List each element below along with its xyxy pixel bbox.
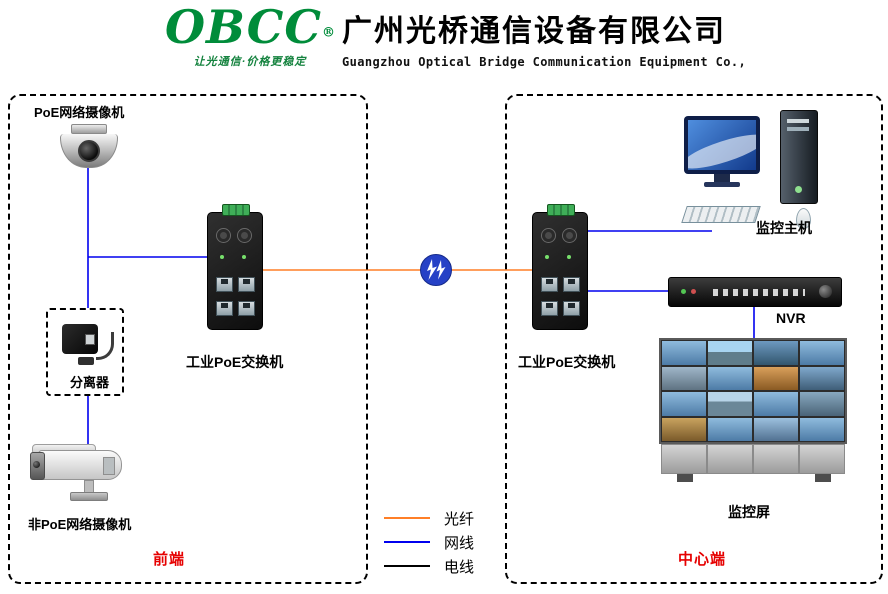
video-wall-grid [659, 338, 847, 444]
host-monitor-stand-base [704, 182, 740, 187]
bullet-camera-lens [30, 452, 45, 480]
switch-rj45-port [563, 277, 580, 292]
logo-line: OBCC® [160, 4, 340, 50]
legend-item-fiber: 光纤 [384, 506, 474, 530]
video-wall-cell [754, 392, 798, 416]
switch-led [567, 255, 571, 259]
video-wall-cell [708, 341, 752, 365]
company-name-block: 广州光桥通信设备有限公司 Guangzhou Optical Bridge Co… [342, 6, 746, 69]
bullet-camera-icon [28, 436, 140, 508]
splitter-box: 分离器 [46, 308, 124, 396]
switch-terminal-block [222, 204, 250, 216]
video-wall-cabinet [661, 444, 845, 474]
host-keyboard [681, 206, 761, 223]
front-end-title: 前端 [153, 551, 186, 568]
video-wall-cell [800, 417, 844, 441]
monitoring-host-icon [681, 110, 826, 230]
dome-camera-body [60, 134, 118, 168]
video-wall-cell [708, 417, 752, 441]
nvr-led [681, 289, 686, 294]
legend-item-power: 电线 [384, 554, 474, 578]
video-wall-cell [662, 392, 706, 416]
video-wall-cell [800, 341, 844, 365]
bullet-camera-body [38, 450, 122, 480]
video-wall-foot [815, 474, 831, 482]
monitoring-screen-icon [659, 338, 849, 490]
network-line-sample [384, 541, 430, 543]
video-wall-cell [662, 366, 706, 390]
host-monitor-stand [714, 174, 730, 182]
legend-label-fiber: 光纤 [444, 510, 475, 528]
company-name-cn: 广州光桥通信设备有限公司 [342, 15, 726, 48]
switch-rj45-port [541, 277, 558, 292]
switch-right-label: 工业PoE交换机 [518, 354, 616, 370]
switch-rj45-port [216, 277, 233, 292]
center-end-title: 中心端 [678, 551, 727, 568]
switch-led [242, 255, 246, 259]
nvr-icon [668, 277, 842, 307]
industrial-poe-switch-left-icon [207, 204, 263, 330]
logo-text: OBCC [164, 0, 323, 54]
front-end-zone [8, 94, 368, 584]
video-wall-cell [708, 366, 752, 390]
splitter-label: 分离器 [70, 375, 110, 390]
fiber-line-sample [384, 517, 430, 519]
power-line-sample [384, 565, 430, 567]
video-wall-foot [677, 474, 693, 482]
legend-item-network: 网线 [384, 530, 474, 554]
host-monitor [684, 116, 760, 174]
switch-fiber-port [563, 229, 576, 242]
fiber-node-graphic [420, 254, 452, 286]
monitoring-host-label: 监控主机 [756, 220, 812, 236]
switch-rj45-port [541, 301, 558, 316]
registered-mark-icon: ® [322, 25, 336, 41]
video-wall-cell [708, 392, 752, 416]
switch-fiber-port [238, 229, 251, 242]
dome-camera-lens [78, 140, 100, 162]
non-poe-camera-label: 非PoE网络摄像机 [28, 517, 132, 532]
host-monitor-screen [688, 120, 756, 170]
switch-led [545, 255, 549, 259]
dome-camera-icon [60, 124, 118, 170]
company-name-en: Guangzhou Optical Bridge Communication E… [342, 55, 747, 69]
splitter-cable [96, 332, 114, 360]
legend-label-power: 电线 [444, 558, 475, 576]
switch-led [220, 255, 224, 259]
switch-rj45-port [216, 301, 233, 316]
dome-camera-mount [71, 124, 107, 134]
switch-rj45-port [238, 277, 255, 292]
monitoring-screen-label: 监控屏 [728, 504, 770, 520]
nvr-label: NVR [776, 310, 806, 326]
poe-camera-label: PoE网络摄像机 [34, 105, 125, 120]
video-wall-cell [800, 366, 844, 390]
center-end-zone [505, 94, 883, 584]
video-wall-cell [754, 341, 798, 365]
switch-rj45-port [238, 301, 255, 316]
bullet-camera-base [70, 492, 108, 501]
industrial-poe-switch-right-icon [532, 204, 588, 330]
switch-terminal-block [547, 204, 575, 216]
brand-slogan: 让光通信·价格更稳定 [193, 56, 307, 68]
fiber-link-icon [419, 253, 453, 287]
video-wall-cell [662, 417, 706, 441]
splitter-device-icon [62, 324, 98, 354]
video-wall-cell [800, 392, 844, 416]
switch-left-label: 工业PoE交换机 [186, 354, 284, 370]
legend: 光纤 网线 电线 [384, 506, 474, 578]
host-tower [780, 110, 818, 204]
switch-rj45-port [563, 301, 580, 316]
switch-fiber-port [542, 229, 555, 242]
splitter-plug [78, 357, 94, 365]
video-wall-cell [754, 417, 798, 441]
host-mouse [796, 208, 811, 229]
video-wall-cell [754, 366, 798, 390]
legend-label-network: 网线 [444, 534, 475, 552]
brand-logo: OBCC® 让光通信·价格更稳定 [160, 4, 340, 69]
video-wall-cell [662, 341, 706, 365]
switch-fiber-port [217, 229, 230, 242]
